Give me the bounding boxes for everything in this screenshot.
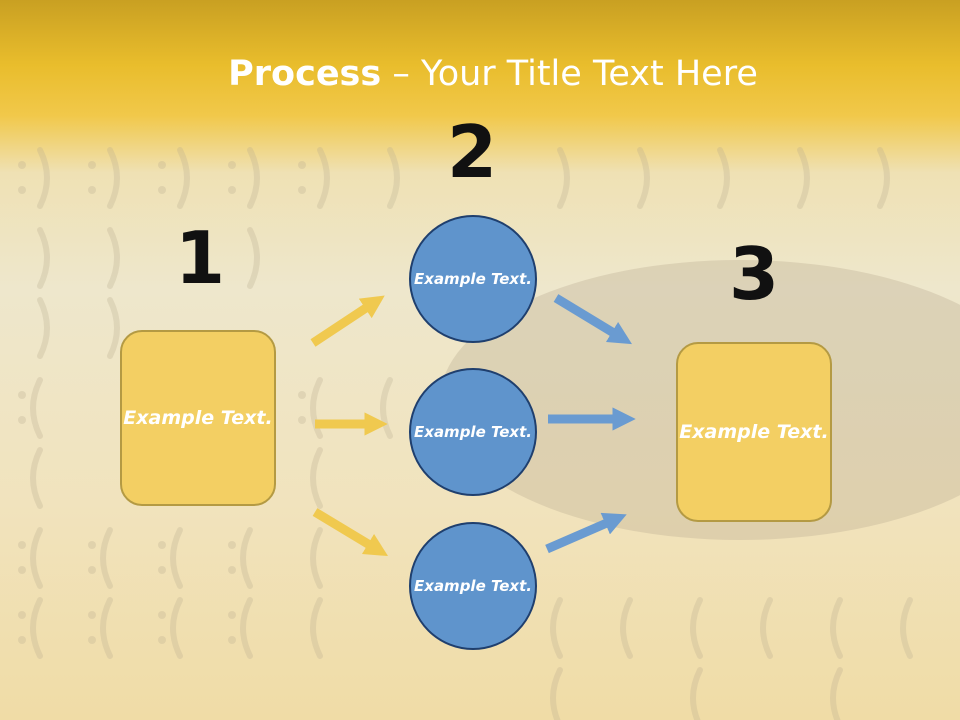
step-2-circle-middle-text: Example Text. — [414, 422, 532, 441]
step-2-circle-top: Example Text. — [409, 215, 537, 343]
arrow-2-bottom-to-3 — [545, 512, 627, 554]
step-2-circle-bottom-text: Example Text. — [414, 576, 532, 595]
step-2-number: 2 — [446, 110, 498, 194]
step-3-box: Example Text. — [676, 342, 832, 522]
arrow-2-top-to-3 — [553, 294, 633, 345]
step-2-circle-middle: Example Text. — [409, 368, 537, 496]
arrow-1-to-2-top — [310, 295, 385, 347]
step-3-number: 3 — [728, 232, 780, 316]
step-1-box-text: Example Text. — [123, 406, 273, 429]
slide-title: Process – Your Title Text Here — [0, 52, 960, 96]
step-1-number: 1 — [174, 216, 226, 300]
title-bold: Process — [228, 54, 382, 94]
step-2-circle-top-text: Example Text. — [414, 269, 532, 288]
title-rest: – Your Title Text Here — [381, 54, 758, 94]
step-1-box: Example Text. — [120, 330, 276, 506]
arrow-1-to-2-bottom — [312, 508, 389, 557]
step-2-circle-bottom: Example Text. — [409, 522, 537, 650]
step-3-box-text: Example Text. — [679, 420, 829, 443]
